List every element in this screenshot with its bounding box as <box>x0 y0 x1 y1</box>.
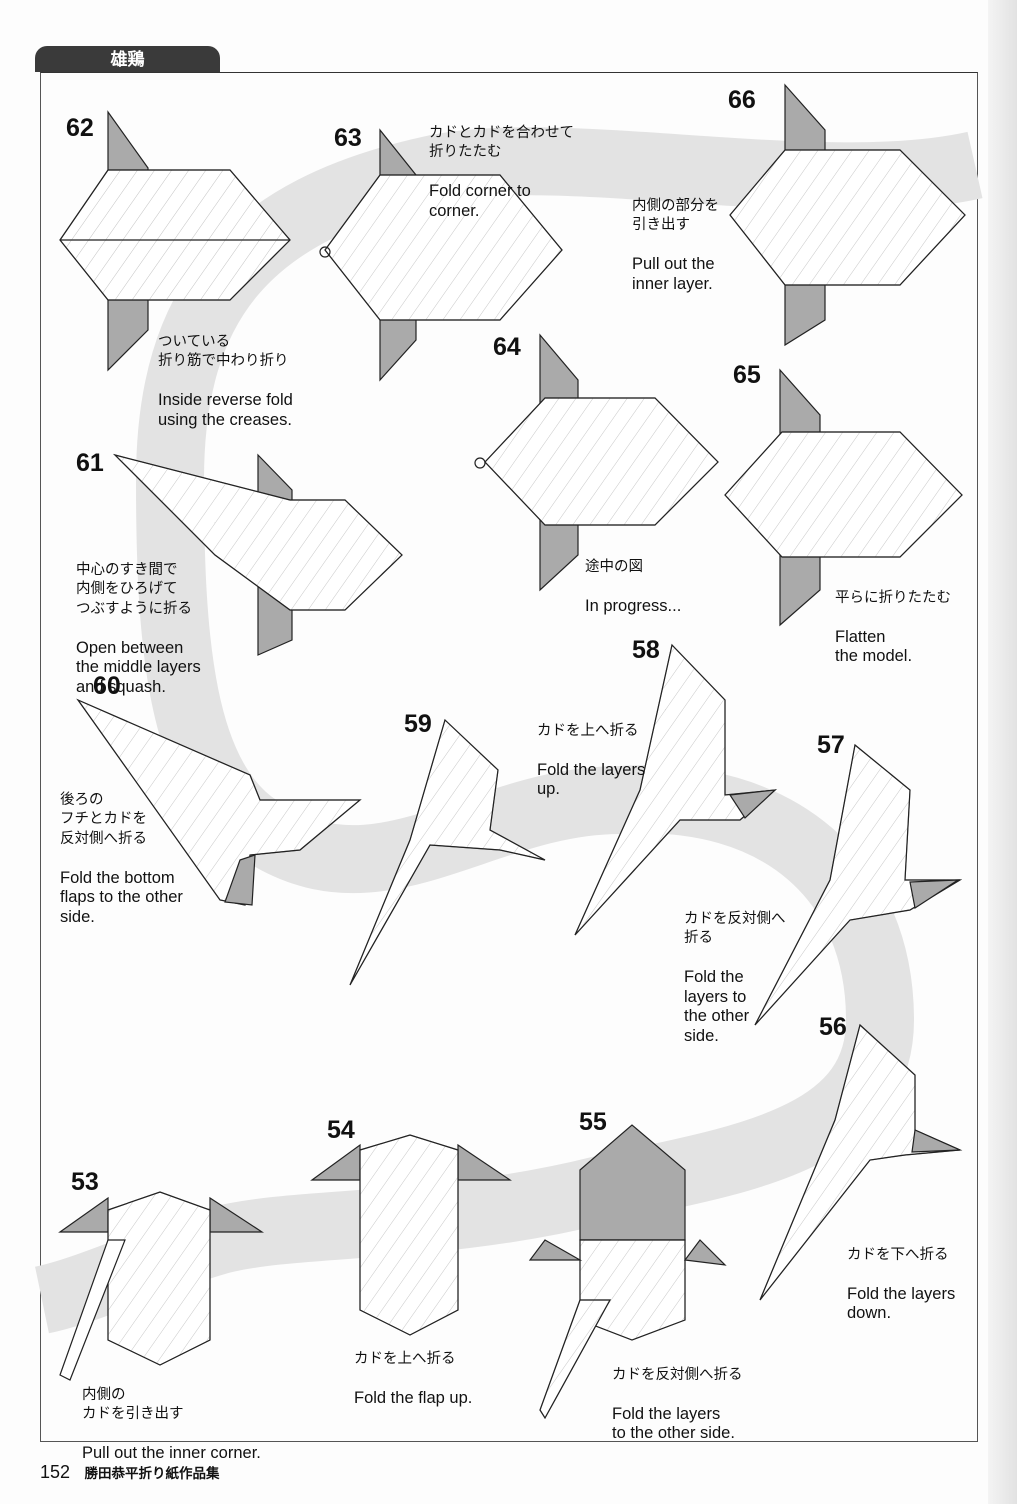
figure-step-55 <box>528 1124 727 1420</box>
figure-step-61 <box>113 453 403 656</box>
caption-step-63: カドとカドを合わせて 折りたたむ Fold corner to corner. <box>429 104 574 241</box>
caption-step-54: カドを上へ折る Fold the flap up. <box>354 1330 472 1428</box>
step-number: 54 <box>327 1116 355 1144</box>
caption-en: Fold the layers to the other side. <box>684 968 750 1045</box>
book-title: 勝田恭平折り紙作品集 <box>84 1466 220 1481</box>
caption-en: Flatten the model. <box>835 627 913 666</box>
caption-en: Pull out the inner layer. <box>632 255 715 293</box>
caption-en: Fold the layers up. <box>537 760 646 799</box>
step-number: 55 <box>579 1108 607 1136</box>
caption-jp: カドとカドを合わせて 折りたたむ <box>429 124 574 161</box>
step-number: 56 <box>819 1013 847 1041</box>
caption-en: Fold the bottom flaps to the other side. <box>60 868 183 926</box>
caption-en: Fold the flap up. <box>354 1388 473 1407</box>
figure-step-57 <box>754 743 963 1026</box>
caption-step-56: カドを下へ折る Fold the layers down. <box>847 1226 955 1343</box>
caption-jp: 途中の図 <box>585 558 643 575</box>
chapter-tab: 雄鶏 <box>35 46 220 72</box>
figure-step-58 <box>574 643 777 936</box>
caption-en: Pull out the inner corner. <box>82 1444 261 1462</box>
caption-en: In progress... <box>585 596 682 615</box>
caption-jp: カドを上へ折る <box>354 1350 456 1367</box>
caption-jp: 平らに折りたたむ <box>835 589 951 606</box>
step-number: 57 <box>817 731 845 759</box>
caption-jp: カドを上へ折る <box>537 722 639 739</box>
figure-step-56 <box>759 1023 963 1301</box>
caption-jp: 内側の カドを引き出す <box>82 1386 184 1423</box>
caption-jp: 後ろの フチとカドを 反対側へ折る <box>60 791 147 847</box>
caption-step-65: 平らに折りたたむ Flatten the model. <box>835 569 951 686</box>
figure-step-66 <box>729 83 966 347</box>
caption-jp: 中心のすき間で 内側をひろげて つぶすように折る <box>76 561 192 617</box>
caption-en: Fold the layers down. <box>847 1284 956 1323</box>
caption-en: Fold corner to corner. <box>429 182 531 220</box>
diagram-frame <box>40 72 978 1442</box>
figure-step-65 <box>724 368 963 627</box>
figure-step-64 <box>474 333 719 592</box>
caption-step-64: 途中の図 In progress... <box>585 538 681 636</box>
caption-step-53: 内側の カドを引き出す Pull out the inner corner. <box>82 1366 261 1483</box>
caption-step-62: ついている 折り筋で中わり折り Inside reverse fold usin… <box>158 313 293 450</box>
caption-jp: カドを下へ折る <box>847 1246 949 1263</box>
step-number: 53 <box>71 1168 99 1196</box>
figure-step-60 <box>76 698 362 906</box>
caption-jp: ついている 折り筋で中わり折り <box>158 333 289 370</box>
figure-step-63 <box>319 128 563 382</box>
page-footer: 152 勝田恭平折り紙作品集 <box>40 1462 220 1483</box>
page-edge-shadow <box>988 0 1017 1504</box>
step-number: 59 <box>404 710 432 738</box>
step-number: 66 <box>728 86 756 114</box>
figure-step-53 <box>58 1191 265 1381</box>
step-number: 65 <box>733 361 761 389</box>
caption-jp: 内側の部分を 引き出す <box>632 197 719 234</box>
caption-step-55: カドを反対側へ折る Fold the layers to the other s… <box>612 1346 743 1463</box>
caption-jp: カドを反対側へ折る <box>612 1366 743 1383</box>
caption-step-66: 内側の部分を 引き出す Pull out the inner layer. <box>632 177 719 314</box>
page-number: 152 <box>40 1462 71 1482</box>
figure-step-59 <box>349 718 546 986</box>
step-number: 60 <box>93 672 121 700</box>
caption-en: Open between the middle layers and squas… <box>76 638 201 696</box>
caption-step-60: 後ろの フチとカドを 反対側へ折る Fold the bottom flaps … <box>60 771 183 947</box>
step-number: 58 <box>632 636 660 664</box>
figure-step-54 <box>310 1134 512 1336</box>
caption-step-61: 中心のすき間で 内側をひろげて つぶすように折る Open between th… <box>76 541 201 717</box>
caption-step-58: カドを上へ折る Fold the layers up. <box>537 702 645 819</box>
step-number: 64 <box>493 333 521 361</box>
caption-jp: カドを反対側へ 折る <box>684 910 786 947</box>
step-number: 62 <box>66 114 94 142</box>
step-number: 61 <box>76 449 104 477</box>
caption-en: Fold the layers to the other side. <box>612 1404 735 1443</box>
caption-step-57: カドを反対側へ 折る Fold the layers to the other … <box>684 890 786 1066</box>
figure-step-62 <box>59 110 291 372</box>
caption-en: Inside reverse fold using the creases. <box>158 391 293 429</box>
step-number: 63 <box>334 124 362 152</box>
